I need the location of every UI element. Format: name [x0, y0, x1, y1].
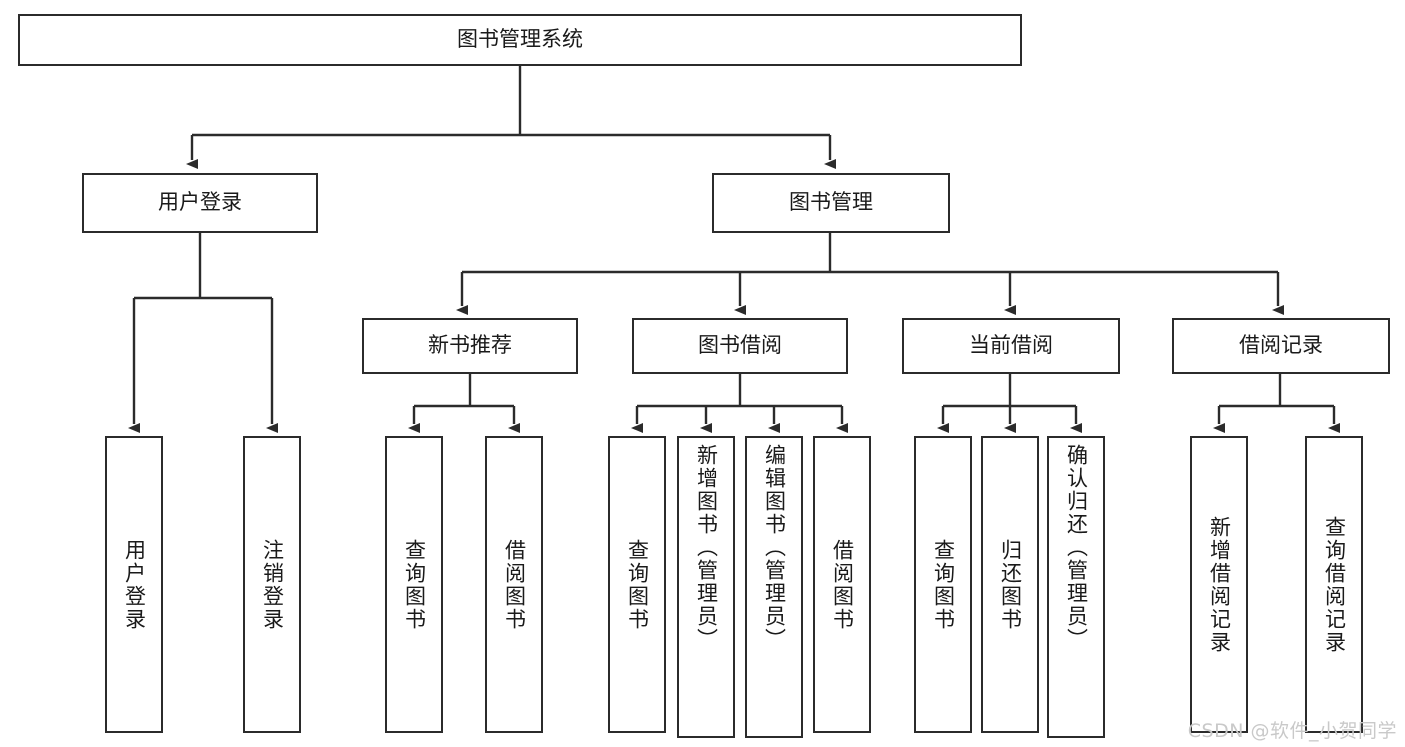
node-root-label: 图书管理系统 — [457, 27, 583, 52]
node-leaf-query-book-1-label: 查询图书 — [402, 538, 427, 631]
node-book-manage-label: 图书管理 — [789, 190, 873, 215]
node-leaf-user-logout-label: 注销登录 — [260, 538, 285, 631]
node-book-borrow[interactable]: 图书借阅 — [632, 318, 848, 374]
node-leaf-confirm-return[interactable]: 确认归还（管理员） — [1047, 436, 1105, 738]
node-leaf-confirm-return-label: 确认归还（管理员） — [1064, 444, 1089, 651]
node-leaf-borrow-book-1-label: 借阅图书 — [502, 538, 527, 631]
node-leaf-add-record[interactable]: 新增借阅记录 — [1190, 436, 1248, 733]
node-leaf-query-record[interactable]: 查询借阅记录 — [1305, 436, 1363, 733]
node-borrow-record[interactable]: 借阅记录 — [1172, 318, 1390, 374]
node-leaf-add-book-label: 新增图书（管理员） — [694, 444, 719, 651]
node-leaf-return-book-label: 归还图书 — [998, 538, 1023, 631]
node-new-book-recommend-label: 新书推荐 — [428, 333, 512, 358]
node-leaf-query-book-3[interactable]: 查询图书 — [914, 436, 972, 733]
node-leaf-borrow-book-2[interactable]: 借阅图书 — [813, 436, 871, 733]
node-leaf-add-book[interactable]: 新增图书（管理员） — [677, 436, 735, 738]
node-user-login-label: 用户登录 — [158, 190, 242, 215]
node-user-login[interactable]: 用户登录 — [82, 173, 318, 233]
node-leaf-query-record-label: 查询借阅记录 — [1322, 515, 1347, 654]
node-book-borrow-label: 图书借阅 — [698, 333, 782, 358]
node-leaf-edit-book[interactable]: 编辑图书（管理员） — [745, 436, 803, 738]
node-leaf-query-book-1[interactable]: 查询图书 — [385, 436, 443, 733]
node-leaf-query-book-2-label: 查询图书 — [625, 538, 650, 631]
node-leaf-query-book-2[interactable]: 查询图书 — [608, 436, 666, 733]
node-book-manage[interactable]: 图书管理 — [712, 173, 950, 233]
watermark: CSDN @软件_小贺同学 — [1187, 720, 1397, 742]
node-root[interactable]: 图书管理系统 — [18, 14, 1022, 66]
node-leaf-user-logout[interactable]: 注销登录 — [243, 436, 301, 733]
node-leaf-return-book[interactable]: 归还图书 — [981, 436, 1039, 733]
node-leaf-edit-book-label: 编辑图书（管理员） — [762, 444, 787, 651]
node-leaf-query-book-3-label: 查询图书 — [931, 538, 956, 631]
node-borrow-record-label: 借阅记录 — [1239, 333, 1323, 358]
node-leaf-add-record-label: 新增借阅记录 — [1207, 515, 1232, 654]
node-leaf-borrow-book-1[interactable]: 借阅图书 — [485, 436, 543, 733]
node-new-book-recommend[interactable]: 新书推荐 — [362, 318, 578, 374]
node-current-borrow[interactable]: 当前借阅 — [902, 318, 1120, 374]
node-leaf-borrow-book-2-label: 借阅图书 — [830, 538, 855, 631]
node-leaf-user-login[interactable]: 用户登录 — [105, 436, 163, 733]
node-current-borrow-label: 当前借阅 — [969, 333, 1053, 358]
node-leaf-user-login-label: 用户登录 — [122, 538, 147, 631]
